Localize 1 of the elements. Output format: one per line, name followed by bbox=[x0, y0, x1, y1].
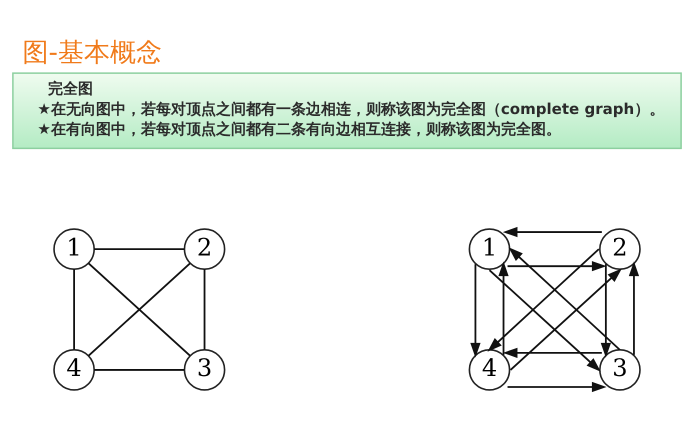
diagram-title: 图-基本概念 bbox=[22, 37, 162, 68]
